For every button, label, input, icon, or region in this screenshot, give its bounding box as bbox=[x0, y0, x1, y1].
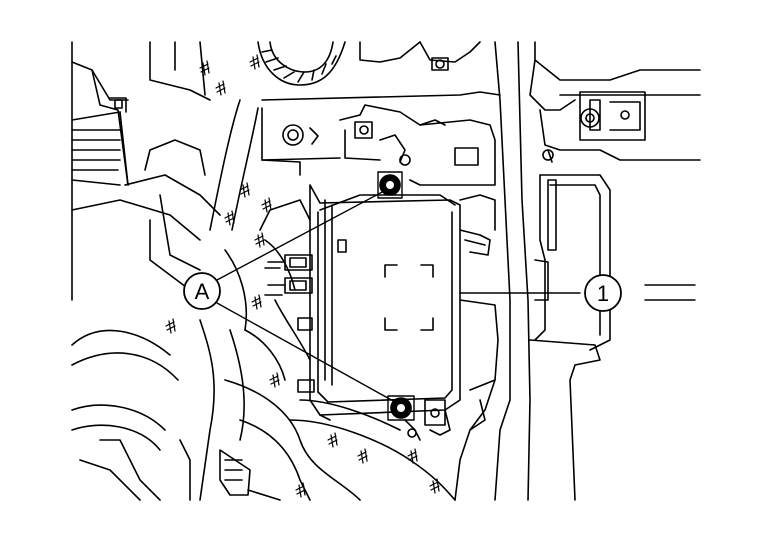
leader-lines bbox=[216, 189, 696, 403]
leader-line-a-lower bbox=[216, 302, 396, 403]
harness-tape-marks bbox=[165, 54, 440, 498]
leader-line-a-upper bbox=[216, 189, 387, 281]
callout-a: A bbox=[183, 272, 221, 310]
bolt-lower bbox=[387, 395, 415, 421]
left-harness bbox=[71, 99, 456, 501]
callout-a-circle bbox=[183, 272, 221, 310]
left-panel-structure bbox=[71, 41, 211, 301]
callout-a-label: A bbox=[195, 279, 210, 304]
side-connectors bbox=[264, 254, 315, 393]
right-structure bbox=[454, 41, 701, 501]
bolt-upper bbox=[377, 171, 403, 199]
upper-wire-loom bbox=[257, 41, 346, 86]
upper-bracket bbox=[261, 41, 501, 186]
callout-1: 1 bbox=[584, 274, 622, 312]
callout-1-label: 1 bbox=[597, 281, 609, 306]
callout-1-circle bbox=[584, 274, 622, 312]
